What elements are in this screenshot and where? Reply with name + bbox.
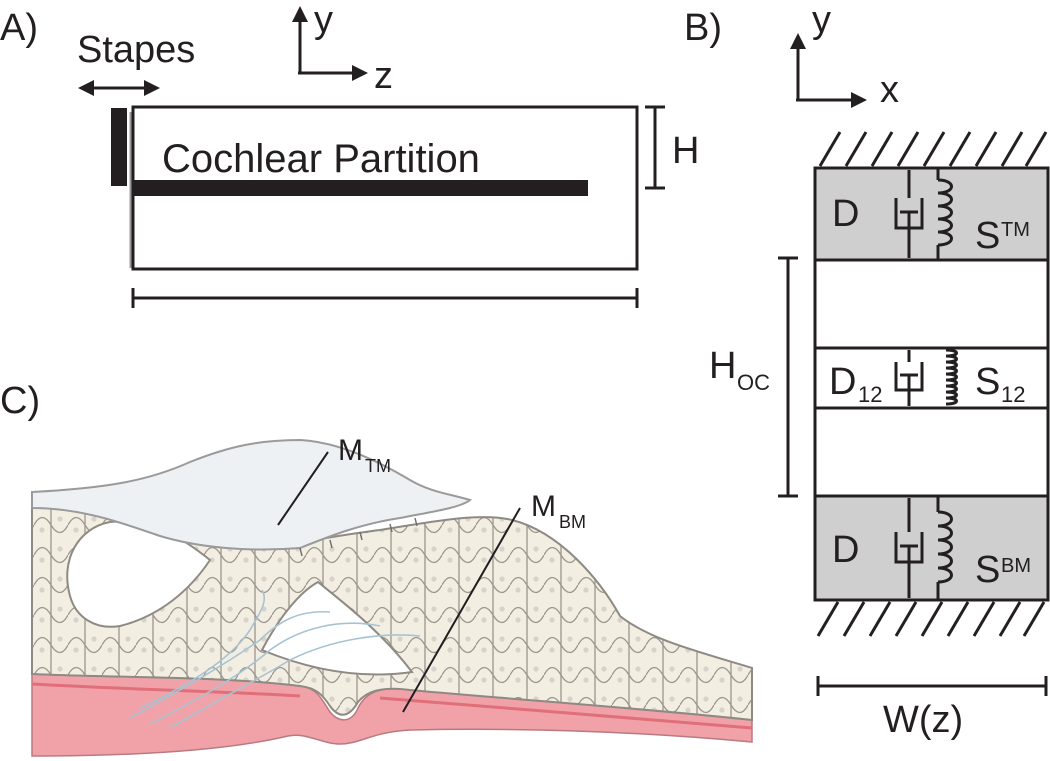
axis-y-label-b: y: [812, 0, 831, 41]
panel-c: C) M TM M: [0, 380, 753, 757]
bottom-spring-subscript: BM: [1001, 555, 1031, 577]
inner-sulcus-space: [66, 520, 212, 628]
axis-y-label: y: [314, 0, 333, 41]
bottom-damper-icon: [894, 498, 924, 598]
width-bracket: [816, 676, 1048, 696]
nerve-fibers: [129, 589, 421, 729]
panel-b-label: B): [684, 7, 722, 49]
mass-bm-label: M: [531, 490, 556, 523]
basilar-fiber-line: [31, 682, 753, 730]
mass-tm-subscript: TM: [365, 456, 391, 476]
width-label: W(z): [883, 699, 963, 741]
stereocilia: [299, 517, 418, 557]
oc-height-bracket: [778, 256, 798, 498]
basilar-block: [813, 494, 1050, 602]
stapes-plate: [111, 108, 127, 186]
oc-height-label: H: [709, 345, 736, 387]
axis-x-label: x: [880, 69, 899, 111]
stapes-label: Stapes: [77, 29, 195, 71]
mass-bm-subscript: BM: [559, 512, 586, 532]
top-spring-label: S: [975, 215, 1000, 257]
mass-tm-leader: [277, 451, 329, 526]
axis-z-label: z: [374, 55, 393, 97]
upper-oc-section: [813, 258, 1050, 350]
mass-tm-label: M: [338, 434, 363, 467]
middle-spring-subscript: 12: [1001, 382, 1025, 407]
panel-a: A) Stapes y z Cochlear Partition: [0, 0, 699, 308]
middle-damper-subscript: 12: [858, 382, 882, 407]
tunnel-of-corti: [260, 580, 414, 676]
stapes-motion-arrow: [78, 80, 160, 96]
panel-c-label: C): [0, 380, 40, 422]
top-spring-subscript: TM: [1001, 219, 1030, 241]
middle-spring-label: S: [975, 361, 1000, 403]
bottom-damper-label: D: [832, 529, 859, 571]
tectorial-membrane: [31, 438, 473, 551]
height-bracket: [645, 105, 665, 190]
cochlear-partition-bar: [133, 180, 588, 196]
panel-b: B) y x: [684, 0, 1050, 741]
middle-damper-label: D: [829, 361, 856, 403]
middle-spring-icon: [945, 348, 958, 406]
mass-bm-leader: [402, 507, 521, 713]
bottom-spring-label: S: [975, 549, 1000, 591]
bottom-spring-icon: [936, 496, 953, 600]
panel-a-label: A): [0, 7, 38, 49]
oc-height-subscript: OC: [737, 370, 770, 395]
middle-damper-icon: [894, 350, 924, 406]
bottom-wall-hatch: [816, 601, 1046, 637]
axis-yz-icon: [292, 6, 368, 81]
cochlear-partition-label: Cochlear Partition: [162, 137, 480, 181]
tectorial-block: [813, 166, 1050, 262]
lower-oc-section: [813, 406, 1050, 498]
top-spring-icon: [936, 168, 953, 260]
top-damper-icon: [894, 170, 924, 258]
axis-yx-icon: [790, 33, 867, 108]
height-label: H: [672, 130, 699, 172]
length-bracket: [131, 288, 639, 308]
top-damper-label: D: [832, 193, 859, 235]
top-wall-hatch: [815, 131, 1048, 170]
